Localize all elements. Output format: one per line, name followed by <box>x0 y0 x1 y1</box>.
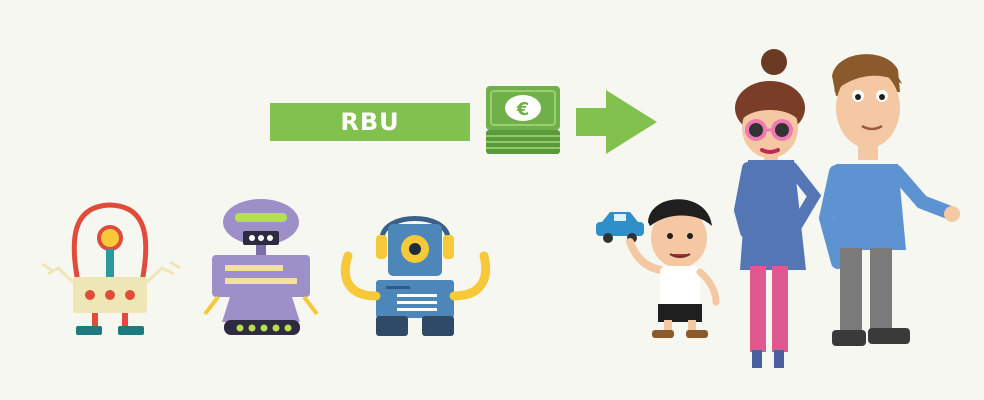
rbu-banner: RBU <box>270 103 470 141</box>
purple-robot-icon <box>203 199 319 335</box>
man-in-blue-shirt-icon <box>818 54 960 346</box>
rbu-label: RBU <box>340 108 400 136</box>
antenna-robot-icon <box>41 202 181 335</box>
euro-symbol: € <box>516 99 530 120</box>
boy-with-toy-car-icon <box>596 199 720 338</box>
blue-cyclops-robot-icon <box>340 216 491 336</box>
arrow-right-icon <box>576 90 657 154</box>
woman-with-sunglasses-icon <box>733 49 822 368</box>
banknote-stack-icon: € <box>486 86 560 154</box>
